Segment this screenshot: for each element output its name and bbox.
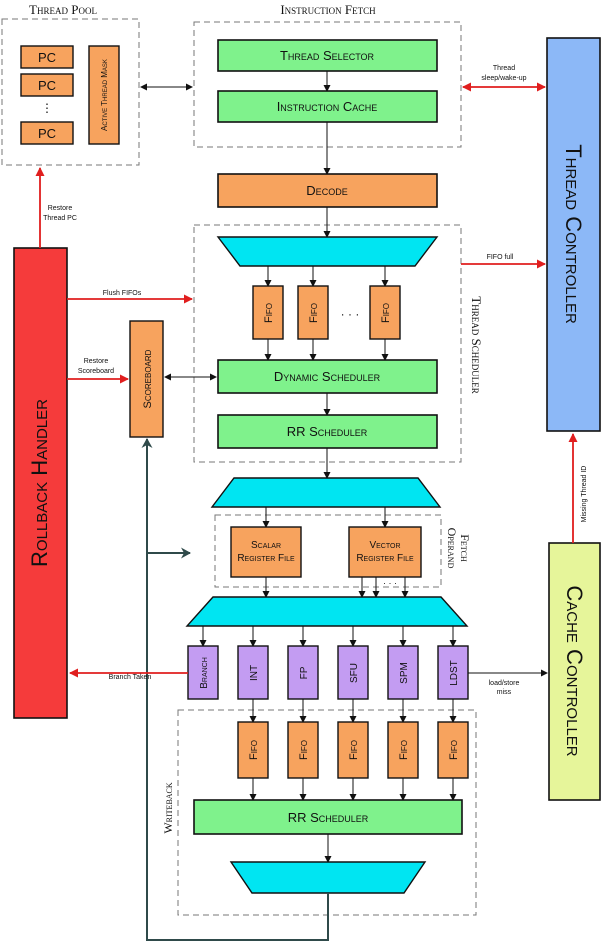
wb-fifo-2 (287, 721, 319, 779)
fifo-label-1: Fifo (263, 303, 275, 323)
spm-unit-label: SPM (399, 662, 410, 684)
ldst-miss-label-2: miss (497, 689, 512, 696)
thread-selector-block (217, 39, 438, 72)
restore-pc-label-1: Restore (48, 205, 73, 212)
restore-sb-label-1: Restore (84, 358, 109, 365)
pc-block-3 (20, 121, 74, 145)
fifo-full-label: FIFO full (487, 254, 514, 261)
thread-selector-label: Thread Selector (280, 48, 375, 63)
wb-fifo-label-5: Fifo (448, 740, 460, 760)
thread-scheduler-title: Thread Scheduler (469, 296, 484, 393)
branch-taken-label: Branch Taken (109, 674, 152, 681)
thread-sleep-label-1: Thread (493, 65, 515, 72)
fifo-block-1 (252, 285, 284, 340)
wb-fifo-1 (237, 721, 269, 779)
scalar-rf-label-1: Scalar (251, 540, 281, 551)
scoreboard-block (129, 320, 164, 438)
scalar-register-file-block (230, 526, 302, 578)
wb-fifo-4 (387, 721, 419, 779)
scalar-rf-label-2: Register File (237, 553, 295, 564)
wb-fifo-3 (337, 721, 369, 779)
vector-ellipsis: · · · (383, 578, 397, 588)
fifo-ellipsis: · · · (341, 307, 360, 321)
int-unit (237, 645, 269, 700)
fifo-label-3: Fifo (380, 303, 392, 323)
branch-unit (187, 645, 219, 700)
rollback-handler-label: Rollback Handler (27, 399, 52, 567)
writeback-feedback-path (141, 438, 329, 941)
demux-2 (210, 477, 442, 508)
fp-unit-label: FP (299, 666, 310, 679)
operand-fetch-section (214, 514, 442, 588)
operand-fetch-title-2: Fetch (458, 534, 472, 562)
ldst-miss-label-1: load/store (489, 680, 520, 687)
pc-block-1 (20, 45, 74, 69)
writeback-title: Writeback (161, 782, 175, 834)
instruction-cache-label: Instruction Cache (277, 99, 378, 114)
thread-controller-block (546, 37, 601, 432)
wb-fifo-label-4: Fifo (398, 740, 410, 760)
pc-block-2 (20, 73, 74, 97)
vector-rf-label-2: Register File (356, 553, 414, 564)
missing-thread-id-label: Missing Thread ID (581, 466, 588, 523)
vector-register-file-block (348, 526, 422, 578)
decode-label: Decode (306, 183, 347, 198)
vector-rf-label-1: Vector (369, 540, 400, 551)
restore-pc-label-2: Thread PC (43, 215, 77, 222)
dynamic-scheduler-label: Dynamic Scheduler (274, 369, 381, 384)
instruction-fetch-title: Instruction Fetch (280, 2, 376, 17)
fifo-block-3 (369, 285, 401, 340)
rr-scheduler-label-2: RR Scheduler (288, 810, 369, 825)
flush-fifos-label: Flush FIFOs (103, 290, 142, 297)
cache-controller-label: Cache Controller (562, 585, 587, 756)
wb-fifo-label-1: Fifo (248, 740, 260, 760)
demux-1 (216, 236, 439, 267)
active-thread-mask-block (88, 45, 120, 145)
sfu-unit (337, 645, 369, 700)
thread-controller-label: Thread Controller (561, 144, 586, 324)
active-thread-mask-label: Active Thread Mask (100, 59, 109, 131)
rr-scheduler-block-2 (193, 799, 463, 835)
pc-ellipsis: ⋮ (41, 101, 53, 115)
rr-scheduler-label-1: RR Scheduler (287, 424, 368, 439)
demux-3 (185, 596, 469, 627)
wb-fifo-label-3: Fifo (348, 740, 360, 760)
demux-4 (229, 861, 427, 894)
rr-scheduler-block-1 (217, 414, 438, 449)
cache-controller-block (548, 542, 601, 801)
spm-unit (387, 645, 419, 700)
pc-label-1: PC (38, 50, 56, 65)
restore-sb-label-2: Scoreboard (78, 368, 114, 375)
ldst-unit-label: LDST (449, 660, 460, 686)
fp-unit (287, 645, 319, 700)
decode-block (217, 173, 438, 208)
int-unit-label: INT (249, 665, 260, 681)
wb-fifo-label-2: Fifo (298, 740, 310, 760)
wb-fifo-5 (437, 721, 469, 779)
dynamic-scheduler-block (217, 359, 438, 394)
sfu-unit-label: SFU (349, 663, 360, 683)
thread-pool-title: Thread Pool (29, 2, 97, 17)
pc-label-3: PC (38, 126, 56, 141)
operand-fetch-title-1: Operand (445, 528, 459, 569)
thread-sleep-label-2: sleep/wake-up (481, 75, 526, 82)
scoreboard-label: Scoreboard (142, 349, 154, 408)
rollback-handler-block (13, 247, 68, 719)
thread-pool-section (1, 18, 140, 166)
execution-units: Branch INT FP SFU SPM LDST (187, 626, 469, 700)
fifo-label-2: Fifo (308, 303, 320, 323)
pc-label-2: PC (38, 78, 56, 93)
branch-unit-label: Branch (199, 657, 210, 689)
